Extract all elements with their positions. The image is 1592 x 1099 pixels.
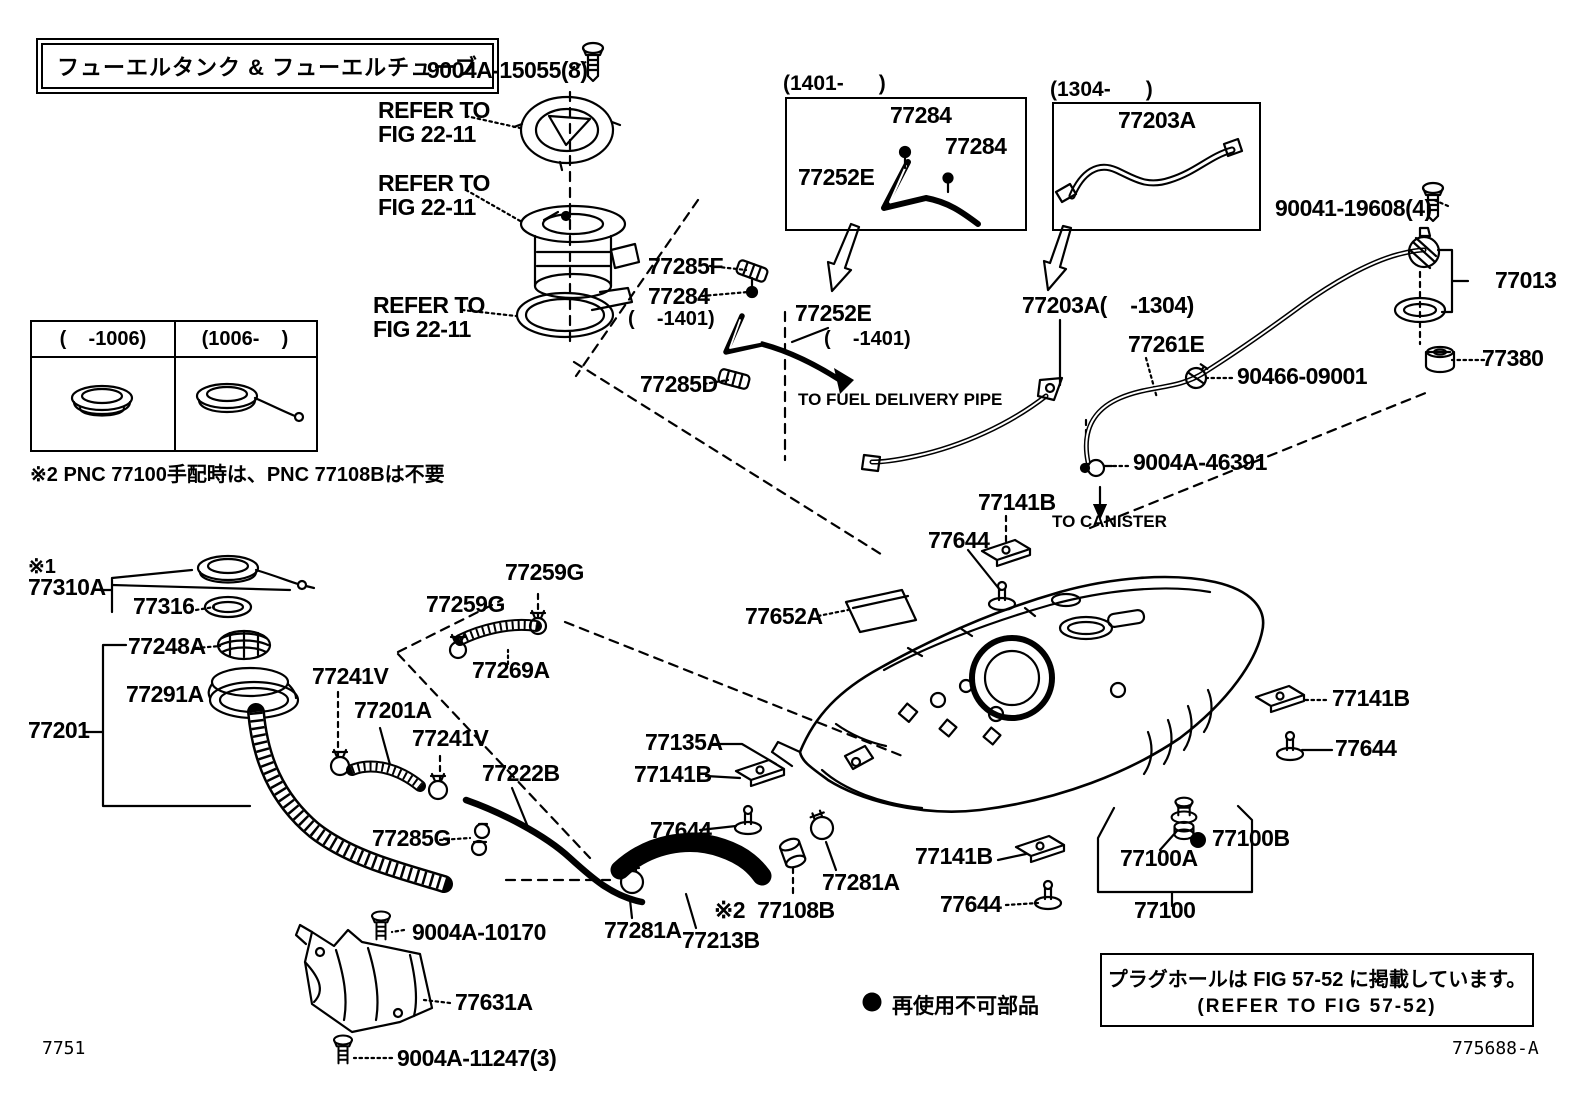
part-label-77644-top: 77644 bbox=[928, 527, 990, 553]
part-label-77201: 77201 bbox=[28, 717, 90, 743]
part-label-77213b: 77213B bbox=[682, 927, 760, 953]
part-label-77285g: 77285G bbox=[372, 825, 451, 851]
fuel-tank-art bbox=[770, 575, 1265, 813]
filler-neck-art bbox=[196, 554, 453, 893]
part-label-90041-19608: 90041-19608(4) bbox=[1275, 195, 1432, 221]
part-label-77380: 77380 bbox=[1482, 345, 1544, 371]
part-label-9004a-11247: 9004A-11247(3) bbox=[397, 1045, 557, 1071]
breather-tube-art bbox=[717, 259, 854, 394]
to-canister-arrowhead bbox=[1093, 504, 1107, 520]
part-label-77141b-bottom: 77141B bbox=[915, 843, 993, 869]
part-label-77252e-main: 77252E bbox=[795, 300, 872, 326]
part-label-77285f: 77285F bbox=[648, 253, 724, 279]
part-label-77141b-left: 77141B bbox=[634, 761, 712, 787]
label-leaders-solid bbox=[84, 248, 1470, 930]
part-label-77285d: 77285D bbox=[640, 371, 718, 397]
to-fuel-delivery-pipe-label: TO FUEL DELIVERY PIPE bbox=[798, 390, 1003, 409]
part-label-77291a: 77291A bbox=[126, 681, 204, 707]
part-label-77141b-right: 77141B bbox=[1332, 685, 1410, 711]
part-label-77644-right: 77644 bbox=[1335, 735, 1397, 761]
range-label-1401-b: ( -1401) bbox=[824, 328, 911, 350]
part-label-77281a-right: 77281A bbox=[822, 869, 900, 895]
to-canister-label: TO CANISTER bbox=[1052, 512, 1167, 531]
part-label-77135a: 77135A bbox=[645, 729, 723, 755]
fuel-tube-77203a-art bbox=[860, 376, 1064, 473]
part-label-77281a-bottom: 77281A bbox=[604, 917, 682, 943]
figure-number: 7751 bbox=[42, 1038, 86, 1059]
part-label-77310a: 77310A bbox=[28, 574, 106, 600]
part-label-77100: 77100 bbox=[1134, 897, 1196, 923]
part-label-77284-main: 77284 bbox=[648, 283, 710, 309]
legend-nonreusable: 再使用不可部品 bbox=[892, 995, 1039, 1018]
part-label-77259g-lower: 77259G bbox=[426, 591, 505, 617]
cap-variants-box: ( -1006) (1006- ) bbox=[30, 320, 318, 452]
part-label-90466-09001: 90466-09001 bbox=[1237, 363, 1368, 389]
page-title: フューエルタンク & フューエルチューブ bbox=[41, 43, 494, 89]
mark-2: ※2 bbox=[714, 897, 746, 923]
part-label-77203a-inset: 77203A bbox=[1118, 107, 1196, 133]
part-label-77269a: 77269A bbox=[472, 657, 550, 683]
part-label-77252e-inset: 77252E bbox=[798, 164, 875, 190]
callout-arrows bbox=[826, 222, 1073, 293]
fuel-pump-art bbox=[519, 204, 641, 312]
inset-1401-caption: (1401- ) bbox=[783, 72, 886, 95]
sheet-number: 775688-A bbox=[1452, 1038, 1539, 1059]
part-label-77203a-range: 77203A( -1304) bbox=[1022, 292, 1194, 318]
inset-1401-art bbox=[881, 145, 981, 227]
range-label-1401-a: ( -1401) bbox=[628, 308, 715, 330]
pad-77652a-art bbox=[844, 588, 918, 634]
part-label-77241v-2: 77241V bbox=[412, 725, 489, 751]
cap-box-divider bbox=[174, 322, 176, 450]
inset-1304-caption: (1304- ) bbox=[1050, 78, 1153, 101]
part-label-77261e: 77261E bbox=[1128, 331, 1205, 357]
diagram-title-box: フューエルタンク & フューエルチューブ bbox=[36, 38, 499, 94]
part-label-77248a: 77248A bbox=[128, 633, 206, 659]
part-label-77652a: 77652A bbox=[745, 603, 823, 629]
note-pnc-77100: ※2 PNC 77100手配時は、PNC 77108Bは不要 bbox=[30, 464, 445, 486]
part-label-77100a: 77100A bbox=[1120, 845, 1198, 871]
legend-dot bbox=[862, 992, 882, 1012]
plug-hole-note-box: プラグホールは FIG 57-52 に掲載しています。 (REFER TO FI… bbox=[1100, 953, 1534, 1027]
short-dashed-leaders bbox=[336, 270, 1422, 900]
part-label-77316: 77316 bbox=[133, 593, 195, 619]
pins-77644-art bbox=[733, 580, 1305, 911]
plug-hole-note-en: (REFER TO FIG 57-52) bbox=[1197, 996, 1437, 1017]
part-label-77013: 77013 bbox=[1495, 267, 1557, 293]
part-label-9004a-10170: 9004A-10170 bbox=[412, 919, 546, 945]
cap-left-caption: ( -1006) bbox=[59, 328, 147, 350]
nonreusable-dot-77100b bbox=[1190, 832, 1206, 848]
part-label-77201a: 77201A bbox=[354, 697, 432, 723]
part-label-9004a-46391: 9004A-46391 bbox=[1133, 449, 1267, 475]
cap-right-caption: (1006- ) bbox=[201, 328, 289, 350]
part-label-77631a: 77631A bbox=[455, 989, 533, 1015]
part-label-77644-left: 77644 bbox=[650, 817, 712, 843]
part-label-77222b: 77222B bbox=[482, 760, 560, 786]
small-hoses-art bbox=[346, 619, 772, 906]
part-label-9004a-15055: 9004A-15055(8) bbox=[427, 57, 588, 83]
part-label-77284-inset-1: 77284 bbox=[890, 102, 952, 128]
clips-clamps-art bbox=[329, 609, 835, 895]
plug-hole-note-jp: プラグホールは FIG 57-52 に掲載しています。 bbox=[1107, 969, 1527, 991]
filler-gasket-art bbox=[515, 291, 615, 339]
brackets-77141b-art bbox=[734, 538, 1306, 864]
protector-77631a-art bbox=[294, 923, 434, 1034]
mark-1-label: ※1 bbox=[28, 556, 56, 578]
part-label-77284-inset-2: 77284 bbox=[945, 133, 1007, 159]
part-label-77141b-top: 77141B bbox=[978, 489, 1056, 515]
part-label-77241v-1: 77241V bbox=[312, 663, 389, 689]
part-label-77100b: 77100B bbox=[1212, 825, 1290, 851]
inset-1304-art bbox=[1054, 137, 1244, 204]
part-label-77259g-upper: 77259G bbox=[505, 559, 584, 585]
cap-variants-art bbox=[70, 382, 305, 423]
inset-box-1401 bbox=[785, 97, 1027, 231]
filler-cap-art bbox=[512, 95, 622, 172]
part-label-77644-bottom: 77644 bbox=[940, 891, 1002, 917]
screws-art bbox=[333, 41, 1445, 1065]
inset-box-1304 bbox=[1052, 102, 1261, 231]
